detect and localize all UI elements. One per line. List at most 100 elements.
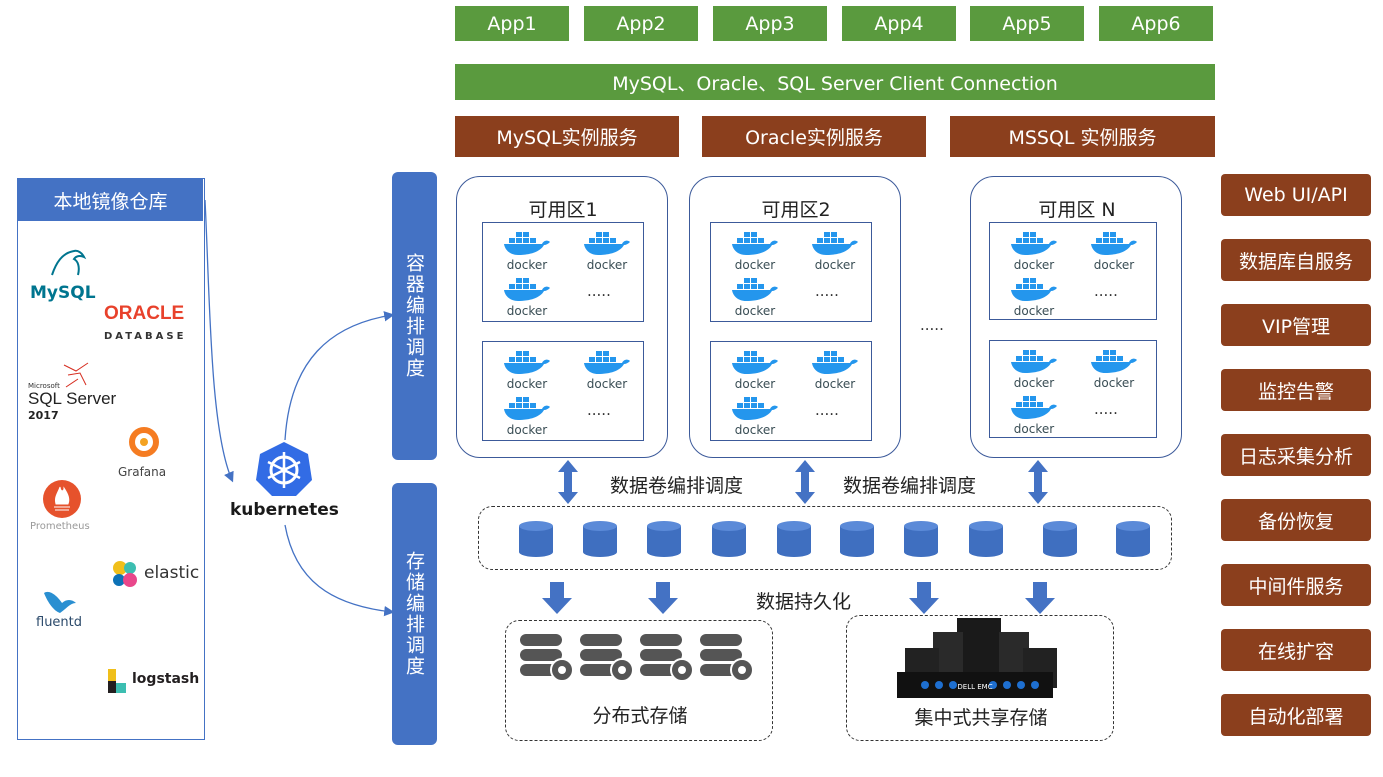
docker-whale: docker	[1084, 230, 1144, 272]
docker-whale: docker	[725, 230, 785, 272]
centralized-storage-label: 集中式共享存储	[914, 707, 1048, 729]
k8s-to-storage-arrow	[284, 524, 395, 617]
database-gear-icon	[700, 634, 754, 682]
volume-cylinder-icon	[840, 521, 874, 557]
docker-icon	[805, 349, 865, 379]
mysql-logo-text: MySQL	[30, 283, 96, 303]
docker-whale: docker	[805, 230, 865, 272]
docker-label: docker	[1013, 422, 1055, 436]
kubernetes-label: kubernetes	[230, 500, 339, 520]
feature-button[interactable]: 数据库自服务	[1221, 239, 1371, 281]
centralized-storage-box: 集中式共享存储	[846, 615, 1114, 741]
docker-icon	[1084, 348, 1144, 378]
down-arrow-icon	[648, 582, 678, 614]
feature-button[interactable]: 在线扩容	[1221, 629, 1371, 671]
grafana-icon	[129, 427, 159, 457]
app-box-1: App1	[455, 6, 569, 41]
repo-title: 本地镜像仓库	[18, 179, 203, 221]
mssql-instance-service: MSSQL 实例服务	[950, 116, 1215, 157]
more-containers-dots: .....	[587, 282, 611, 300]
docker-icon	[497, 395, 557, 425]
oracle-logo-text: ORACLE	[104, 303, 185, 324]
docker-label: docker	[506, 423, 548, 437]
down-arrow-icon	[1025, 582, 1055, 614]
container-orchestration-column: 容器编排调度	[392, 172, 437, 460]
docker-icon	[725, 349, 785, 379]
grafana-logo-text: Grafana	[118, 465, 167, 479]
prometheus-icon	[43, 480, 81, 518]
data-persistence-label: 数据持久化	[756, 591, 852, 613]
docker-whale: docker	[725, 349, 785, 391]
docker-label: docker	[1013, 304, 1055, 318]
mysql-instance-service: MySQL实例服务	[455, 116, 679, 157]
volume-cylinder-icon	[712, 521, 746, 557]
zone-gap-dots: .....	[920, 316, 944, 334]
docker-icon	[725, 230, 785, 260]
docker-icon	[577, 230, 637, 260]
mysql-dolphin-icon	[51, 249, 87, 276]
docker-label: docker	[734, 377, 776, 391]
docker-whale: docker	[1004, 276, 1064, 318]
volume-cylinder-icon	[777, 521, 811, 557]
docker-label: docker	[506, 304, 548, 318]
elastic-icon	[113, 561, 137, 587]
docker-whale: docker	[1004, 230, 1064, 272]
kubernetes-icon	[256, 442, 312, 496]
docker-icon	[725, 395, 785, 425]
elastic-logo-text: elastic	[144, 563, 200, 583]
docker-whale: docker	[1004, 348, 1064, 390]
docker-label: docker	[586, 258, 628, 272]
app-box-4: App4	[842, 6, 956, 41]
distributed-storage-box: 分布式存储	[505, 620, 773, 741]
feature-button[interactable]: 日志采集分析	[1221, 434, 1371, 476]
feature-button[interactable]: Web UI/API	[1221, 174, 1371, 216]
docker-whale: docker	[497, 349, 557, 391]
volume-orchestration-label-1: 数据卷编排调度	[610, 475, 744, 497]
docker-icon	[577, 349, 637, 379]
docker-whale: docker	[497, 276, 557, 318]
docker-label: docker	[734, 423, 776, 437]
volume-cylinder-icon	[1043, 521, 1077, 557]
double-arrow-icon	[1028, 460, 1048, 504]
node-box	[710, 222, 872, 322]
docker-icon	[1004, 348, 1064, 378]
zone-title: 可用区2	[761, 199, 831, 221]
volume-cylinder-icon	[904, 521, 938, 557]
docker-icon	[1004, 276, 1064, 306]
down-arrow-icon	[542, 582, 572, 614]
docker-icon	[497, 276, 557, 306]
docker-label: docker	[506, 258, 548, 272]
double-arrow-icon	[558, 460, 578, 504]
sqlserver-icon	[63, 362, 89, 388]
sqlserver-microsoft-text: Microsoft	[28, 382, 60, 390]
docker-icon	[805, 230, 865, 260]
k8s-to-container-arrow	[284, 311, 395, 441]
feature-button[interactable]: 监控告警	[1221, 369, 1371, 411]
more-containers-dots: .....	[815, 282, 839, 300]
feature-button[interactable]: 自动化部署	[1221, 694, 1371, 736]
docker-icon	[497, 230, 557, 260]
oracle-database-text: DATABASE	[104, 331, 187, 342]
volume-cylinder-icon	[519, 521, 553, 557]
down-arrow-icon	[909, 582, 939, 614]
docker-label: docker	[814, 377, 856, 391]
docker-label: docker	[734, 304, 776, 318]
storage-orchestration-column: 存储编排调度	[392, 483, 437, 745]
database-gear-icon	[640, 634, 694, 682]
zone-title: 可用区1	[528, 199, 598, 221]
app-box-6: App6	[1099, 6, 1213, 41]
docker-label: docker	[1013, 376, 1055, 390]
docker-whale: docker	[1004, 394, 1064, 436]
docker-whale: docker	[1084, 348, 1144, 390]
volume-cylinder-icon	[1116, 521, 1150, 557]
array-brand-text: DELL EMC	[957, 683, 992, 691]
docker-label: docker	[586, 377, 628, 391]
feature-button[interactable]: VIP管理	[1221, 304, 1371, 346]
feature-button[interactable]: 中间件服务	[1221, 564, 1371, 606]
docker-whale: docker	[725, 395, 785, 437]
more-containers-dots: .....	[1094, 282, 1118, 300]
zone-title: 可用区 N	[1038, 199, 1116, 221]
feature-button[interactable]: 备份恢复	[1221, 499, 1371, 541]
